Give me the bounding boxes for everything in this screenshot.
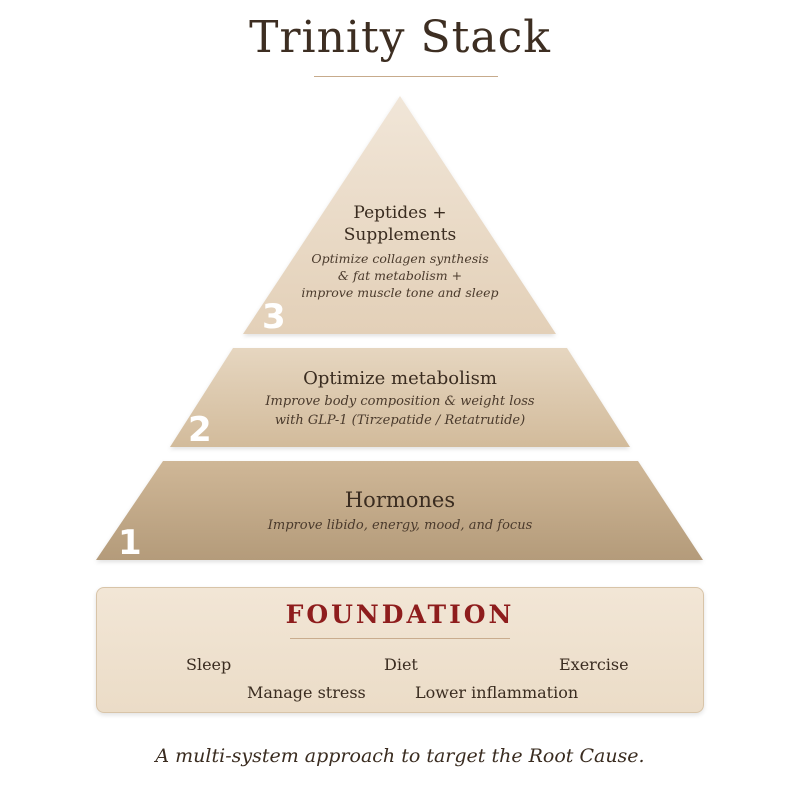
tier-1-label: Hormones Improve libido, energy, mood, a… [0, 487, 800, 536]
page-title: Trinity Stack [249, 12, 551, 63]
tier-3-title-line1: Peptides + [353, 203, 447, 223]
tier-3-label: Peptides + Supplements Optimize collagen… [0, 202, 800, 301]
foundation-item-diet: Diet [384, 655, 418, 674]
tier-3-title-line2: Supplements [343, 225, 457, 245]
foundation-title: FOUNDATION [285, 600, 515, 629]
tier-2-shape [170, 348, 630, 447]
tier-3-desc-line1: Optimize collagen synthesis [311, 251, 489, 266]
tier-2-desc-line2: with GLP-1 (Tirzepatide / Retatrutide) [274, 413, 526, 428]
tier-1-shape [96, 461, 703, 560]
foundation-item-manage-stress: Manage stress [247, 683, 366, 702]
tagline: A multi-system approach to target the Ro… [155, 745, 645, 767]
tier-1-desc: Improve libido, energy, mood, and focus [267, 518, 533, 533]
tier-2-title: Optimize metabolism [303, 368, 497, 389]
tier-2-number: 2 [188, 410, 212, 450]
tier-1-number: 1 [118, 523, 142, 563]
tier-3-desc-line3: improve muscle tone and sleep [301, 285, 499, 300]
tier-3-number: 3 [262, 297, 286, 337]
tier-2-label: Optimize metabolism Improve body composi… [0, 368, 800, 430]
pyramid-diagram [96, 96, 703, 560]
foundation-item-sleep: Sleep [186, 655, 232, 674]
foundation-item-lower-inflammation: Lower inflammation [415, 683, 579, 702]
title-divider [314, 76, 498, 77]
tier-1-title: Hormones [344, 488, 456, 512]
tier-2-desc-line1: Improve body composition & weight loss [265, 394, 535, 409]
tier-3-desc-line2: & fat metabolism + [337, 268, 463, 283]
foundation-panel: FOUNDATION Sleep Diet Exercise Manage st… [96, 587, 704, 713]
foundation-divider [290, 638, 510, 639]
foundation-item-exercise: Exercise [559, 655, 629, 674]
tier-3-shape [243, 96, 556, 334]
